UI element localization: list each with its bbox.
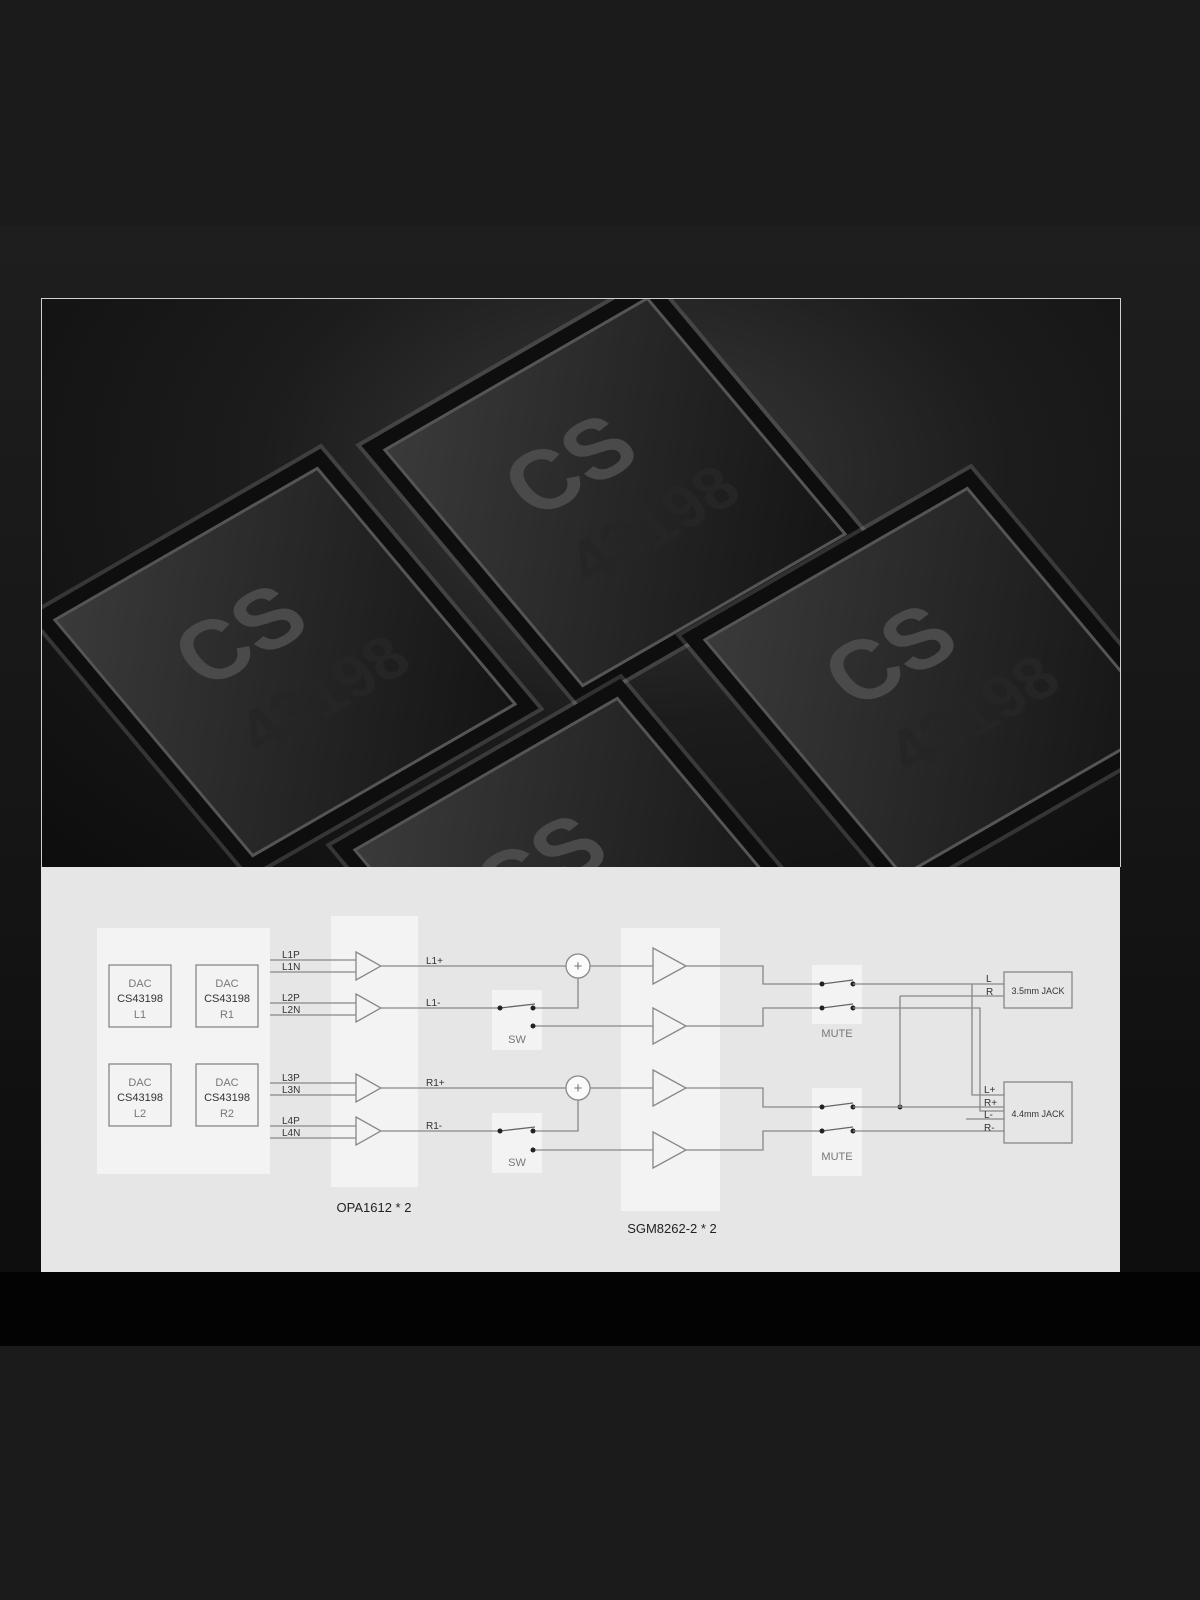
amp-icons <box>652 946 688 1170</box>
svg-text:CS43198: CS43198 <box>204 1092 250 1104</box>
svg-text:L3P: L3P <box>282 1073 300 1084</box>
svg-text:+: + <box>574 958 583 975</box>
switch-label: SW <box>508 1157 526 1169</box>
bottom-bar <box>0 1272 1200 1346</box>
svg-text:CS43198: CS43198 <box>204 993 250 1005</box>
svg-text:DAC: DAC <box>128 1077 151 1089</box>
svg-text:R: R <box>986 987 993 998</box>
svg-text:4.4mm JACK: 4.4mm JACK <box>1011 1109 1064 1119</box>
svg-text:L3N: L3N <box>282 1085 300 1096</box>
svg-text:R-: R- <box>984 1123 995 1134</box>
dac-l1: DAC CS43198 L1 <box>108 964 172 1028</box>
opamp-icons <box>355 950 383 1147</box>
mute-label: MUTE <box>821 1028 852 1040</box>
switch-panel <box>492 990 542 1050</box>
dac-l2: DAC CS43198 L2 <box>108 1063 172 1127</box>
svg-text:L1N: L1N <box>282 962 300 973</box>
svg-text:R+: R+ <box>984 1098 997 1109</box>
svg-text:DAC: DAC <box>215 1077 238 1089</box>
svg-text:R2: R2 <box>220 1108 234 1120</box>
switch-label: SW <box>508 1034 526 1046</box>
svg-text:L+: L+ <box>984 1085 996 1096</box>
svg-text:L-: L- <box>984 1110 993 1121</box>
opamp-label: OPA1612 * 2 <box>337 1200 412 1215</box>
opamp-output-labels: L1+ L1- R1+ R1- <box>426 956 445 1132</box>
jack-3-5mm: 3.5mm JACK <box>1003 971 1073 1009</box>
svg-text:L1+: L1+ <box>426 956 443 967</box>
sum-node: + <box>565 1075 591 1101</box>
svg-text:R1+: R1+ <box>426 1078 445 1089</box>
svg-text:L1-: L1- <box>426 998 440 1009</box>
svg-text:CS43198: CS43198 <box>117 1092 163 1104</box>
svg-text:R1: R1 <box>220 1009 234 1021</box>
svg-text:DAC: DAC <box>215 978 238 990</box>
mute-label: MUTE <box>821 1151 852 1163</box>
svg-text:CS43198: CS43198 <box>117 993 163 1005</box>
svg-text:L1P: L1P <box>282 950 300 961</box>
dac-panel <box>97 928 270 1174</box>
svg-text:L2N: L2N <box>282 1005 300 1016</box>
svg-text:R1-: R1- <box>426 1121 442 1132</box>
svg-text:L4P: L4P <box>282 1116 300 1127</box>
svg-text:L1: L1 <box>134 1009 146 1021</box>
svg-text:L2: L2 <box>134 1108 146 1120</box>
svg-text:DAC: DAC <box>128 978 151 990</box>
mute-panel <box>812 965 862 1024</box>
chip-photo: CS43198 CS43198 CS43198 CS98 <box>41 298 1121 867</box>
amp-label: SGM8262-2 * 2 <box>627 1221 717 1236</box>
opamp-panel <box>331 916 418 1187</box>
svg-text:L4N: L4N <box>282 1128 300 1139</box>
svg-text:3.5mm JACK: 3.5mm JACK <box>1011 986 1064 996</box>
dac-r2: DAC CS43198 R2 <box>195 1063 259 1127</box>
svg-text:L: L <box>986 974 992 985</box>
svg-text:+: + <box>574 1080 583 1097</box>
jack-pin-labels: LR L+ R+ L- R- <box>984 974 997 1134</box>
jack-4-4mm: 4.4mm JACK <box>1003 1081 1073 1144</box>
dac-r1: DAC CS43198 R1 <box>195 964 259 1028</box>
svg-text:L2P: L2P <box>282 993 300 1004</box>
switch-panel <box>492 1113 542 1173</box>
sum-node: + <box>565 953 591 979</box>
